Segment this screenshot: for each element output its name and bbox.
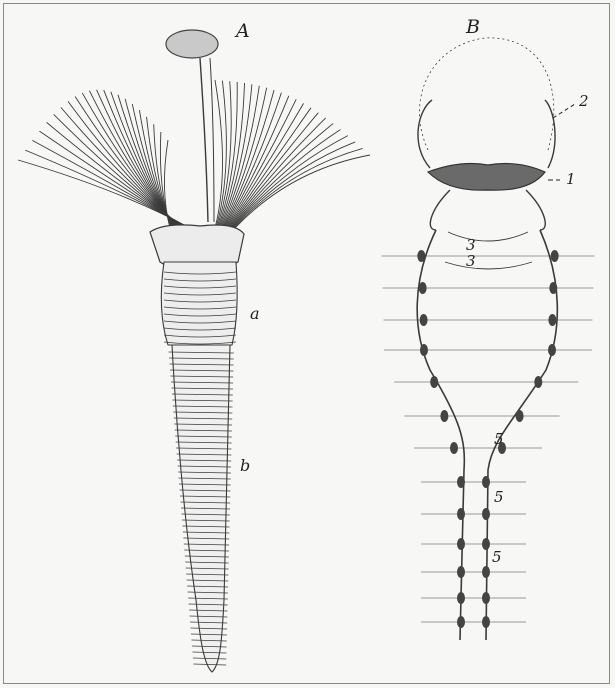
panel-a-worm (18, 30, 370, 672)
ganglion (457, 538, 465, 550)
callout-2: 2 (579, 94, 589, 109)
part-a-label: a (250, 306, 260, 322)
ganglion (450, 442, 458, 454)
gill-filament (97, 90, 180, 228)
panel-b-nervous-system (381, 38, 594, 640)
ganglion (516, 410, 524, 422)
ganglion (419, 282, 427, 294)
commissure-1 (448, 232, 528, 241)
gill-filament (111, 92, 178, 228)
panel-b-label: B (466, 18, 480, 37)
ganglion (482, 538, 490, 550)
ganglion (457, 476, 465, 488)
operculum (166, 30, 218, 222)
callout-2-leader (553, 104, 575, 118)
segment-ring (193, 664, 226, 665)
gill-filament (104, 90, 179, 228)
callout-1: 1 (566, 172, 576, 187)
ganglion (534, 376, 542, 388)
head-ring (419, 38, 553, 150)
ganglion (457, 592, 465, 604)
thorax (161, 262, 237, 345)
ganglion (482, 566, 490, 578)
ganglion (457, 508, 465, 520)
ganglion (482, 508, 490, 520)
callout-3-upper: 3 (466, 238, 476, 253)
ganglion (430, 376, 438, 388)
ganglion (440, 410, 448, 422)
callout-5-middle: 5 (494, 490, 504, 505)
ganglion (420, 314, 428, 326)
ganglion (417, 250, 425, 262)
panel-a-label: A (236, 22, 250, 41)
gill-filament (89, 91, 180, 228)
head-arc-left (418, 100, 432, 168)
ganglion (482, 476, 490, 488)
ganglion (482, 592, 490, 604)
segmental-ganglia (417, 250, 558, 628)
gill-filament (18, 160, 190, 228)
left-gill-fan (18, 90, 190, 228)
ganglion (551, 250, 559, 262)
right-gill-fan (215, 80, 370, 228)
callout-3-lower: 3 (466, 254, 476, 269)
part-b-label: b (240, 458, 250, 474)
ganglion (482, 616, 490, 628)
ganglion (548, 314, 556, 326)
ganglion (457, 616, 465, 628)
circumesophageal-connective (430, 190, 545, 230)
ganglion (457, 566, 465, 578)
segment-ring (193, 658, 226, 659)
callout-5-lower: 5 (492, 550, 502, 565)
ventral-nerve-cords (417, 230, 557, 640)
segment-ring (192, 646, 227, 647)
gill-filament (118, 95, 177, 228)
segment-ring (192, 652, 226, 653)
cerebral-ganglion (428, 164, 545, 191)
ganglion (549, 282, 557, 294)
callout-5-upper: 5 (494, 432, 504, 447)
commissure-2 (445, 262, 532, 269)
ganglion (548, 344, 556, 356)
gill-filament (227, 108, 311, 228)
ganglion (420, 344, 428, 356)
